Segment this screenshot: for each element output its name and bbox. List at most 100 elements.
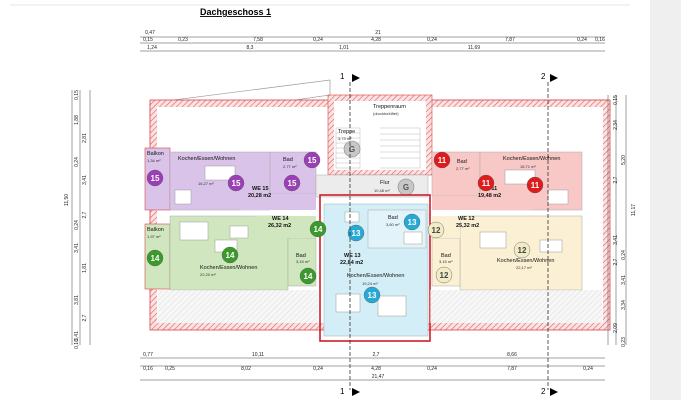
unit-15-balcony-label: Balkon xyxy=(147,151,164,157)
treppenraum-sublabel: (druckbelüftet) xyxy=(373,111,399,116)
top-dimension-chains xyxy=(140,36,605,52)
unit-15-entry xyxy=(240,194,316,210)
unit-14-living-area: 22,20 m² xyxy=(200,272,216,277)
left-dim-label: 0,16 xyxy=(74,339,80,349)
right-dim-label: 2,34 xyxy=(613,120,619,130)
right-dim-label: 0,15 xyxy=(613,95,619,105)
treppe-label: Treppe xyxy=(338,129,355,135)
unit-13-living-label: Kochen/Essen/Wohnen xyxy=(347,273,404,279)
unit-14-entry xyxy=(255,216,316,238)
unit-12-marker-text: 12 xyxy=(432,226,441,235)
unit-13-marker-icon xyxy=(347,224,365,242)
unit-14-marker-icon xyxy=(299,267,317,285)
unit-15-living-area: 16,27 m² xyxy=(198,181,214,186)
unit-12-marker-icon xyxy=(513,241,531,259)
unit-14-bath-area: 3,15 m² xyxy=(296,259,310,264)
treppe-area: 3,73 m² xyxy=(338,136,352,141)
unit-15-marker-text: 15 xyxy=(151,174,160,183)
right-dim-label: 5,20 xyxy=(621,155,627,165)
unit-13-marker-icon xyxy=(363,286,381,304)
unit-15-marker-text: 15 xyxy=(288,179,297,188)
unit-12-marker-icon xyxy=(427,221,445,239)
section-mark-2-top: 2 xyxy=(541,72,546,81)
unit-15-marker-text: 15 xyxy=(232,179,241,188)
flur-label: Flur xyxy=(380,180,390,186)
bottom-dim-r2-label: 7,87 xyxy=(507,366,517,372)
unit-12-marker-text: 12 xyxy=(440,271,449,280)
plan-title: Dachgeschoss 1 xyxy=(200,7,271,17)
top-dim-r2-label: 7,58 xyxy=(253,37,263,43)
bottom-dim-r1-label: 0,77 xyxy=(143,352,153,358)
right-dim-label: 2,09 xyxy=(613,323,619,333)
roof-slope-bottom-left xyxy=(158,290,318,323)
bottom-dim-r2-label: 0,24 xyxy=(427,366,437,372)
bottom-dim-r2-label: 8,02 xyxy=(241,366,251,372)
left-dim-label: 3,81 xyxy=(74,295,80,305)
top-dim-r3-label: 11,69 xyxy=(468,45,480,51)
bottom-dim-r2-label: 0,24 xyxy=(313,366,323,372)
left-dim-label: 2,7 xyxy=(82,211,88,218)
left-dim-label: 0,24 xyxy=(74,220,80,230)
unit-13-marker-text: 13 xyxy=(352,229,361,238)
unit-13-name: WE 13 xyxy=(344,253,361,259)
unit-14-balcony-label: Balkon xyxy=(147,227,164,233)
top-dim-r2-label: 0,24 xyxy=(577,37,587,43)
unit-13-living-area: 19,24 m² xyxy=(362,281,378,286)
right-dimension-chains xyxy=(607,95,627,345)
unit-13-highlight-frame xyxy=(319,194,431,342)
unit-11-marker-text: 11 xyxy=(438,156,447,165)
right-dim-label: 3,34 xyxy=(621,300,627,310)
right-dim-label: 2,7 xyxy=(613,176,619,183)
unit-14-marker-text: 14 xyxy=(314,225,323,234)
unit-15-marker-icon xyxy=(227,174,245,192)
bottom-dim-r3-label: 21,47 xyxy=(372,374,385,380)
section-lines xyxy=(349,82,549,390)
unit-12-area: 25,32 m2 xyxy=(456,223,479,229)
bottom-dimension-chains xyxy=(140,357,605,381)
left-dim-label: 11,50 xyxy=(64,194,70,206)
unit-11-area: 19,48 m2 xyxy=(478,193,501,199)
unit-13-marker-text: 13 xyxy=(368,291,377,300)
top-dim-r3-label: 8,3 xyxy=(247,45,254,51)
top-dim-r2-label: 0,16 xyxy=(595,37,605,43)
unit-12-living-area: 22,17 m² xyxy=(516,265,532,270)
left-dim-label: 2,81 xyxy=(82,133,88,143)
top-dim-r3-label: 1,01 xyxy=(339,45,349,51)
bottom-dim-r2-label: 0,25 xyxy=(165,366,175,372)
unit-15-marker-text: 15 xyxy=(308,156,317,165)
top-dim-r2-label: 0,24 xyxy=(313,37,323,43)
right-dim-label: 0,23 xyxy=(621,337,627,347)
unit-15-name: WE 15 xyxy=(252,186,269,192)
unit-12-bath-area: 3,15 m² xyxy=(439,259,453,264)
unit-13-marker-icon xyxy=(403,213,421,231)
unit-11-marker-text: 11 xyxy=(531,181,540,190)
bottom-dim-r1-label: 10,11 xyxy=(252,352,264,358)
unit-14-marker-icon xyxy=(146,249,164,267)
bottom-dim-r1-label: 2,7 xyxy=(373,352,380,358)
top-dim-r1-label: 0,47 xyxy=(145,30,155,36)
unit-12-name: WE 12 xyxy=(458,216,475,222)
unit-15-marker-icon xyxy=(283,174,301,192)
unit-14-marker-text: 14 xyxy=(304,272,313,281)
section-mark-2-bottom: 2 xyxy=(541,387,546,396)
top-dim-r2-label: 7,87 xyxy=(505,37,515,43)
top-dim-r2-label: 0,23 xyxy=(178,37,188,43)
unit-14-area: 26,32 m2 xyxy=(268,223,291,229)
right-dim-label: 11,17 xyxy=(631,204,637,216)
furniture xyxy=(174,165,569,317)
unit-11-living-label: Kochen/Essen/Wohnen xyxy=(503,156,560,162)
right-dim-label: 3,41 xyxy=(621,275,627,285)
treppenraum xyxy=(334,101,426,170)
left-dim-label: 1,81 xyxy=(82,263,88,273)
section-mark-1-bottom: 1 xyxy=(340,387,345,396)
unit-12-bath-label: Bad xyxy=(441,253,451,259)
unit-15-bath-area: 2,77 m² xyxy=(283,164,297,169)
unit-13-area: 22,84 m2 xyxy=(340,260,363,266)
treppenraum-label: Treppenraum xyxy=(373,104,406,110)
unit-11-marker-icon xyxy=(433,151,451,169)
unit-15-balcony-area: 1,34 m² xyxy=(147,158,161,163)
unit-11-living-area: 16,71 m² xyxy=(520,164,536,169)
unit-12-living-label: Kochen/Essen/Wohnen xyxy=(497,258,554,264)
unit-15-living-label: Kochen/Essen/Wohnen xyxy=(178,156,235,162)
unit-13-bath-area: 3,60 m² xyxy=(386,222,400,227)
